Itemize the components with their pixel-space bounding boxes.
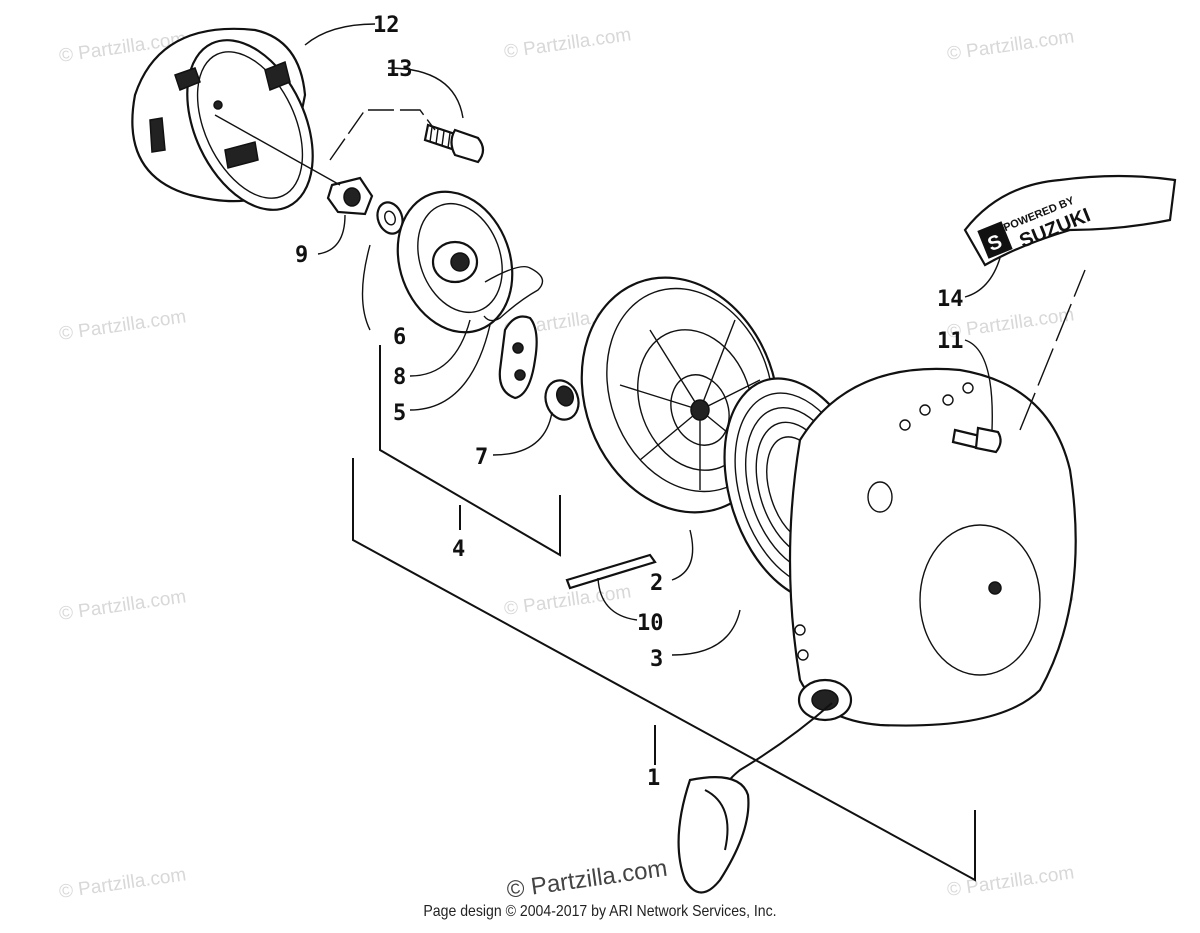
watermark-10: © Partzilla.com: [58, 864, 188, 903]
part-14-decal: POWERED BY SUZUKI S: [963, 174, 1177, 267]
part-10-rope: [565, 553, 657, 590]
starter-rope: [677, 702, 833, 894]
callout-13: 13: [386, 57, 413, 82]
watermark-6: © Partzilla.com: [946, 304, 1076, 343]
suzuki-logo-icon: [977, 221, 1013, 259]
watermark-2: © Partzilla.com: [503, 24, 633, 63]
callouts: 12 13 9 6 8 5 7 4 2 10 3 1 14 11: [295, 13, 964, 791]
part-13-bolt: [423, 123, 485, 164]
callout-3: 3: [650, 647, 663, 672]
callout-10: 10: [637, 611, 664, 636]
callout-9: 9: [295, 243, 308, 268]
watermark-4: © Partzilla.com: [58, 306, 188, 345]
part-7-bushing: [544, 379, 580, 421]
part-12-cup: [131, 27, 314, 211]
leader-lines: [214, 23, 1086, 882]
callout-6: 6: [393, 325, 406, 350]
callout-14: 14: [937, 287, 964, 312]
callout-2: 2: [650, 571, 663, 596]
callout-7: 7: [475, 445, 488, 470]
watermark-8: © Partzilla.com: [503, 581, 633, 620]
part-9-nut: [326, 176, 374, 216]
callout-1: 1: [647, 766, 660, 791]
part-11-screw: [951, 426, 1002, 454]
callout-4: 4: [452, 537, 465, 562]
watermark-3: © Partzilla.com: [946, 26, 1076, 65]
footer-credit: Page design © 2004-2017 by ARI Network S…: [423, 903, 777, 920]
part-8-drive-plate: [396, 190, 544, 334]
part-6-washer: [376, 201, 404, 235]
watermark-11: © Partzilla.com: [946, 862, 1076, 901]
callout-8: 8: [393, 365, 406, 390]
part-1-housing: [788, 367, 1077, 727]
callout-5: 5: [393, 401, 406, 426]
callout-12: 12: [373, 13, 400, 38]
watermark-7: © Partzilla.com: [58, 586, 188, 625]
brand-watermark: © Partzilla.com: [505, 855, 669, 904]
part-5-pawl: [498, 315, 538, 400]
callout-11: 11: [937, 329, 964, 354]
